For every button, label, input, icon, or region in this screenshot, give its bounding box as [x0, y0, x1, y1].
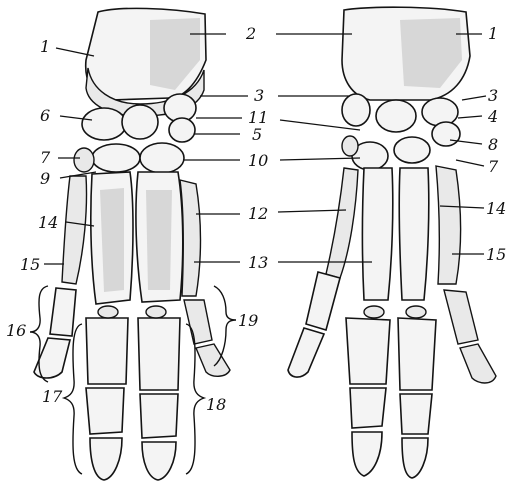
right-finger-3-distal	[402, 438, 428, 478]
label-5: 5	[252, 125, 262, 144]
right-finger-2-proximal	[346, 318, 390, 384]
right-metacarpal-4	[436, 166, 461, 284]
left-finger-3-distal	[142, 442, 176, 480]
right-carpal-b	[376, 100, 416, 132]
label-17: 17	[42, 387, 63, 406]
left-carpal-5	[169, 118, 195, 142]
left-carpal-9	[92, 144, 140, 172]
right-carpal-f	[394, 137, 430, 163]
right-sesamoid-b	[406, 306, 426, 318]
left-metacarpal-1	[62, 176, 87, 284]
label-18: 18	[206, 395, 226, 414]
right-carpal-g	[342, 136, 358, 156]
left-sesamoid-a	[98, 306, 118, 318]
right-thumb-proximal	[306, 272, 340, 330]
right-finger-3-middle	[400, 394, 432, 434]
left-hand-skeleton	[34, 8, 230, 480]
label-1-right: 1	[488, 24, 498, 43]
label-15-right: 15	[486, 245, 506, 264]
right-thumb-distal	[288, 328, 324, 377]
label-8: 8	[488, 135, 498, 154]
left-carpal-7	[74, 148, 94, 172]
label-13: 13	[248, 253, 268, 272]
left-finger-3-middle	[140, 394, 178, 438]
right-carpal-d	[432, 122, 460, 146]
left-thumb-proximal	[50, 288, 76, 336]
label-4: 4	[487, 107, 498, 126]
label-1-left: 1	[40, 37, 50, 56]
label-2: 2	[245, 24, 256, 43]
label-3-right: 3	[488, 86, 498, 105]
right-carpal-a	[342, 94, 370, 126]
label-10: 10	[248, 151, 268, 170]
label-7-left: 7	[40, 148, 51, 167]
label-15-left: 15	[20, 255, 40, 274]
left-finger-5-distal	[196, 344, 230, 376]
right-carpal-c	[422, 98, 458, 126]
label-7-right: 7	[488, 157, 499, 176]
label-19: 19	[238, 311, 258, 330]
label-3-center: 3	[254, 86, 264, 105]
right-hand-skeleton	[288, 7, 496, 478]
right-finger-5-proximal	[444, 290, 478, 344]
right-finger-2-distal	[352, 432, 382, 476]
right-finger-2-middle	[350, 388, 386, 428]
label-16: 16	[6, 321, 26, 340]
left-carpal-mid	[122, 105, 158, 139]
label-14-left: 14	[38, 213, 58, 232]
label-6: 6	[40, 106, 50, 125]
left-finger-3-proximal	[138, 318, 180, 390]
right-finger-3-proximal	[398, 318, 436, 390]
left-carpal-6	[82, 108, 126, 140]
right-metacarpal-3	[399, 168, 429, 300]
left-sesamoid-b	[146, 306, 166, 318]
right-sesamoid-a	[364, 306, 384, 318]
left-finger-2-distal	[90, 438, 122, 480]
left-metacarpal-4	[180, 180, 201, 296]
left-finger-2-middle	[86, 388, 124, 434]
left-finger-5-proximal	[184, 300, 212, 344]
right-finger-5-distal	[460, 344, 496, 383]
left-carpal-10	[140, 143, 184, 173]
label-9: 9	[40, 169, 50, 188]
label-12: 12	[248, 204, 268, 223]
label-14-right: 14	[486, 199, 506, 218]
left-finger-2-proximal	[86, 318, 128, 384]
right-metacarpal-2	[363, 168, 393, 300]
